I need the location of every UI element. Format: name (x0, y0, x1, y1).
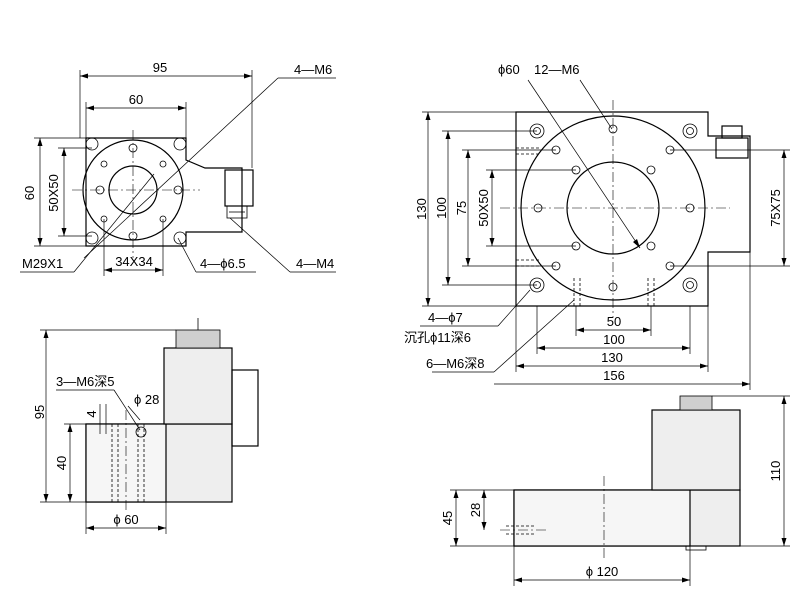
tr-hole (646, 165, 656, 175)
br-motor-body (651, 409, 741, 491)
bl-dim-95: 95 (32, 405, 47, 419)
bl-label-phi28: ϕ 28 (134, 392, 159, 407)
tr-label-4phi7: 4—ϕ7 (428, 310, 463, 325)
tr-dim-130-horizontal: 130 (601, 350, 623, 365)
tl-label-4phi65: 4—ϕ6.5 (200, 256, 246, 271)
top-left-plan-view: 95 60 4—M6 60 50X50 M29X1 (20, 60, 336, 276)
br-top-cap (679, 395, 713, 411)
tr-plate-outline (515, 111, 751, 307)
tl-hole (100, 160, 108, 168)
tr-hole (646, 241, 656, 251)
tl-dim-95: 95 (153, 60, 167, 75)
tl-side-knob (224, 169, 254, 207)
bl-motor-body (163, 347, 233, 425)
bottom-right-side-view: 110 45 28 ϕ 120 (440, 395, 790, 586)
tr-label-counterbore: 沉孔ϕ11深6 (404, 330, 471, 345)
tl-label-4m6: 4—M6 (294, 62, 332, 77)
tr-corner-hole (682, 277, 698, 293)
br-stage-body (513, 489, 691, 547)
bl-label-3m6: 3—M6深5 (56, 374, 115, 389)
tl-corner-hole (173, 231, 187, 245)
tr-label-6m6: 6—M6深8 (426, 356, 485, 371)
bl-dim-4: 4 (84, 410, 99, 417)
tr-corner-hole-inner (686, 281, 694, 289)
tl-corner-hole (85, 231, 99, 245)
tr-dim-50x50: 50X50 (476, 189, 491, 227)
tl-dim-60: 60 (129, 92, 143, 107)
tr-dim-50: 50 (607, 314, 621, 329)
br-dim-28: 28 (468, 503, 483, 517)
tr-knob-cap (721, 125, 743, 139)
tr-hidden-lines (573, 278, 655, 306)
br-dim-45: 45 (440, 511, 455, 525)
bl-thread-hole (135, 426, 147, 438)
tl-label-m29x1: M29X1 (22, 256, 63, 271)
tr-label-phi60: ϕ60 (498, 62, 520, 77)
tr-dim-100-horizontal: 100 (603, 332, 625, 347)
bl-dim-phi60: ϕ 60 (113, 512, 138, 527)
br-bottom-tab (685, 545, 707, 551)
tl-hole (159, 160, 167, 168)
tl-dim-60-vertical: 60 (22, 186, 37, 200)
tr-hidden-lines (516, 147, 540, 267)
tl-corner-hole (85, 137, 99, 151)
tr-dim-130: 130 (414, 198, 429, 220)
tr-dim-75x75: 75X75 (768, 189, 783, 227)
tl-dim-34x34: 34X34 (115, 254, 153, 269)
tr-dim-156: 156 (603, 368, 625, 383)
tl-dim-50x50: 50X50 (46, 174, 61, 212)
tr-corner-hole (682, 123, 698, 139)
br-dim-phi120: ϕ 120 (586, 564, 619, 579)
tr-label-12m6: 12—M6 (534, 62, 580, 77)
br-dim-110: 110 (768, 461, 783, 482)
tl-plate-outline (85, 137, 243, 247)
tr-side-knob (715, 137, 749, 159)
bl-dim-40: 40 (54, 456, 69, 470)
tr-dim-75: 75 (454, 201, 469, 215)
tl-knob-cap (226, 205, 248, 219)
bl-side-block (231, 369, 259, 447)
br-hidden-lines (506, 525, 536, 535)
tl-label-4m4: 4—M4 (296, 256, 334, 271)
top-right-plan-view: ϕ60 12—M6 130 100 75 50X50 (404, 62, 790, 390)
bl-top-cap (175, 329, 221, 349)
bottom-left-side-view: 95 40 3—M6深5 ϕ 28 4 ϕ 60 (32, 318, 259, 534)
tl-corner-hole (173, 137, 187, 151)
tr-corner-hole-inner (686, 127, 694, 135)
tr-dim-100: 100 (434, 197, 449, 219)
